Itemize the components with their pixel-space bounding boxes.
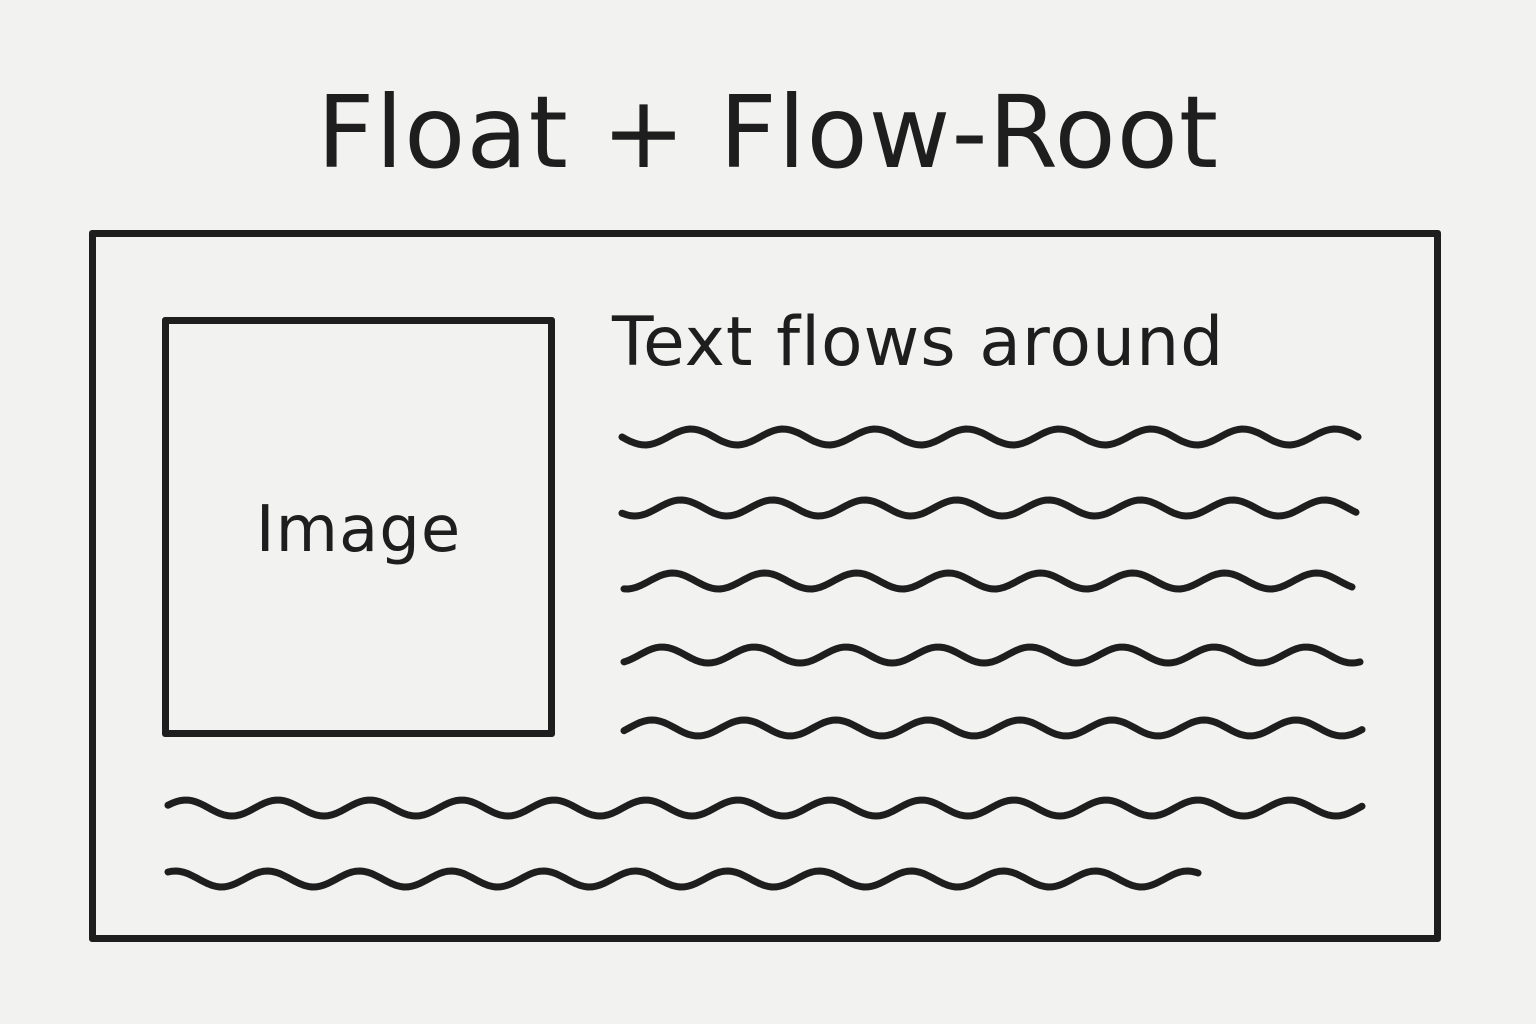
- image-label: Image: [255, 493, 462, 567]
- diagram-title: Float + Flow-Root: [316, 74, 1220, 191]
- text-heading: Text flows around: [612, 303, 1225, 382]
- container-box: [89, 230, 1441, 942]
- floated-image-box: Image: [162, 317, 555, 737]
